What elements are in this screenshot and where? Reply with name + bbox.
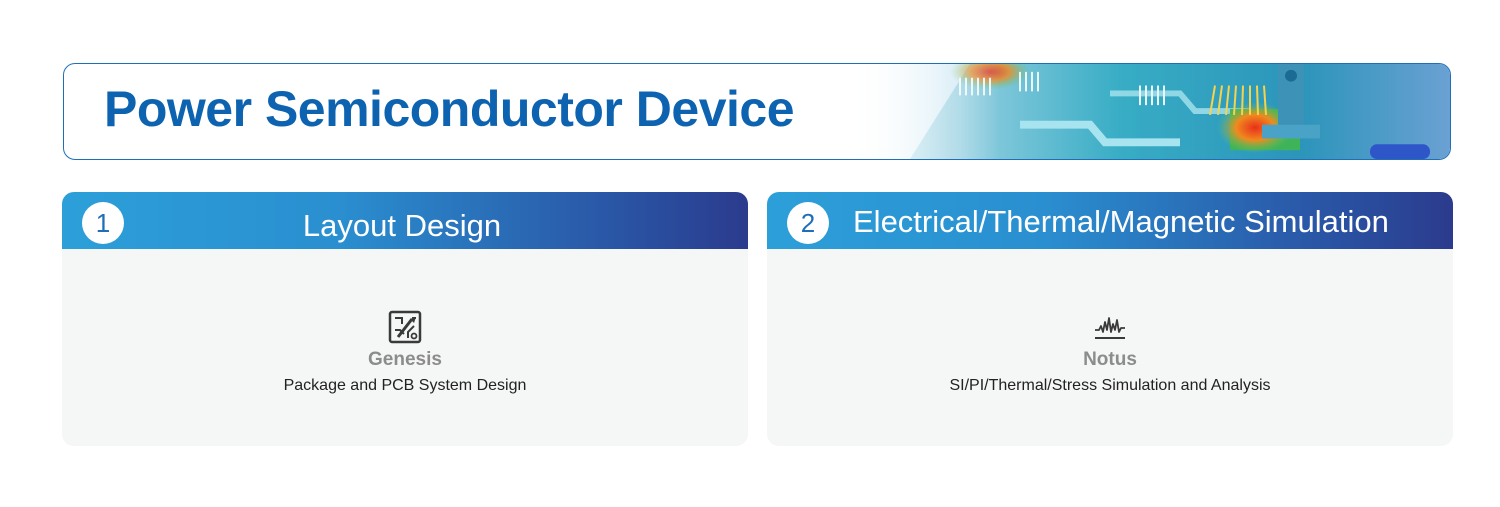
waveform-icon[interactable] bbox=[767, 310, 1453, 344]
pcb-thermal-image bbox=[850, 64, 1450, 159]
layout-design-card: 1 Layout Design Genesis Package and PCB … bbox=[62, 192, 748, 446]
card-title: Electrical/Thermal/Magnetic Simulation bbox=[853, 204, 1389, 239]
step-number-badge: 1 bbox=[82, 202, 124, 244]
product-name[interactable]: Notus bbox=[1083, 349, 1137, 370]
product-description: Package and PCB System Design bbox=[283, 377, 527, 394]
card-header: 1 Layout Design bbox=[62, 192, 748, 249]
pcb-design-icon[interactable] bbox=[62, 310, 748, 344]
product-description: SI/PI/Thermal/Stress Simulation and Anal… bbox=[949, 377, 1271, 394]
card-header: 2 Electrical/Thermal/Magnetic Simulation bbox=[767, 192, 1453, 249]
product-name[interactable]: Genesis bbox=[368, 349, 442, 370]
page-title: Power Semiconductor Device bbox=[104, 81, 795, 137]
page-banner: Power Semiconductor Device bbox=[63, 63, 1451, 160]
simulation-card: 2 Electrical/Thermal/Magnetic Simulation… bbox=[767, 192, 1453, 446]
card-title: Layout Design bbox=[302, 208, 502, 243]
step-number-badge: 2 bbox=[787, 202, 829, 244]
